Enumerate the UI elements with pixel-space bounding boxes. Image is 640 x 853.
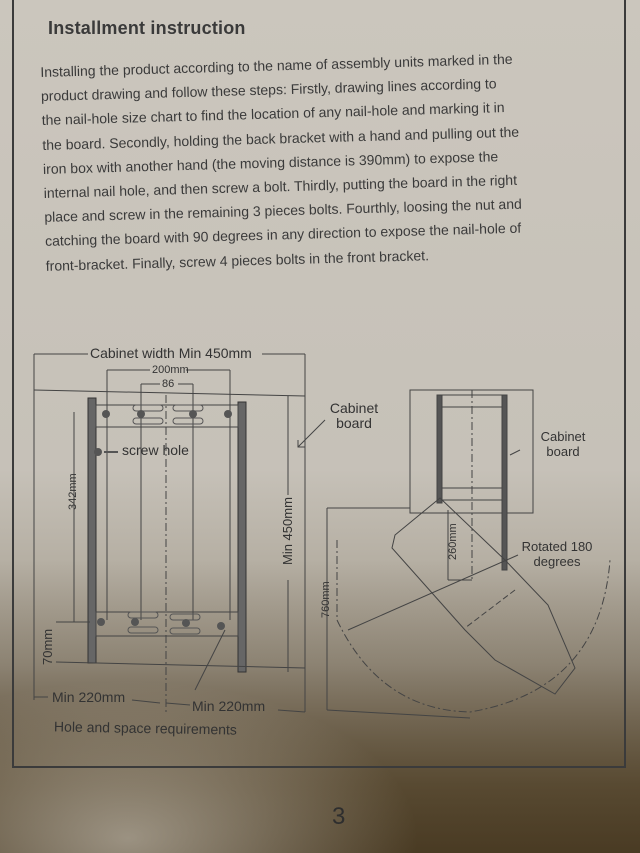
rotation-note: Rotated 180 degrees — [521, 539, 593, 569]
min-220-left: Min 220mm — [52, 689, 126, 705]
screw-hole-legend: screw hole — [122, 442, 189, 458]
page-border — [12, 0, 626, 768]
dimension-260: 260mm — [447, 523, 459, 560]
dimension-min-450: Min 450mm — [280, 497, 295, 565]
cabinet-board-label-left: Cabinet board — [329, 400, 379, 431]
dimension-760: 760mm — [320, 581, 332, 618]
dimension-70: 70mm — [40, 628, 55, 665]
dimension-342: 342mm — [67, 473, 79, 510]
min-220-right: Min 220mm — [192, 698, 266, 714]
cabinet-board-label-right: Cabinet board — [540, 429, 586, 459]
page-number: 3 — [332, 803, 346, 830]
cabinet-width-label: Cabinet width Min 450mm — [90, 345, 252, 361]
diagram-caption: Hole and space requirements — [53, 718, 238, 738]
dimension-86: 86 — [162, 378, 175, 390]
page-title: Installment instruction — [48, 18, 246, 38]
dimension-200: 200mm — [152, 364, 189, 376]
